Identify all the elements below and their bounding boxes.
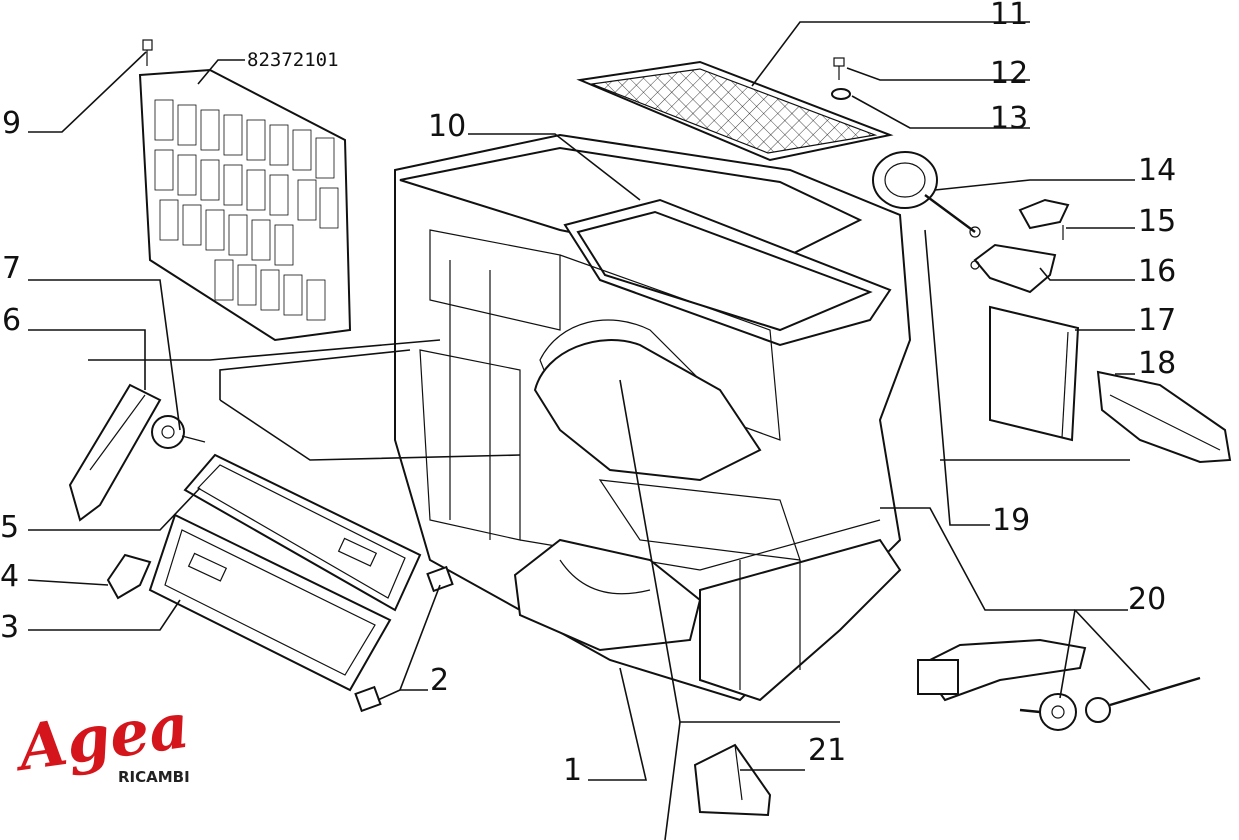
logo-subtitle: RICAMBI <box>118 768 190 786</box>
callout-1: 1 <box>563 753 582 788</box>
callout-16: 16 <box>1138 254 1176 289</box>
callout-14: 14 <box>1138 153 1176 188</box>
callout-20: 20 <box>1128 582 1166 617</box>
small-parts <box>68 383 454 713</box>
agea-logo: Agea RICAMBI <box>9 689 194 786</box>
callout-labels: 1 2 3 4 5 6 7 9 10 11 12 13 14 15 16 17 … <box>0 0 1176 788</box>
door-panels-parts <box>148 453 422 692</box>
motor-gear-part <box>917 638 1201 731</box>
callout-7: 7 <box>2 251 21 286</box>
leader-lines <box>27 21 1151 840</box>
cabin-filter-part <box>576 60 894 162</box>
vacuum-actuator-part <box>872 151 981 238</box>
callout-12: 12 <box>990 56 1028 91</box>
grille-panel-part <box>138 39 352 342</box>
callout-9: 9 <box>2 106 21 141</box>
callout-5: 5 <box>0 510 19 545</box>
callout-11: 11 <box>990 0 1028 32</box>
callout-10: 10 <box>428 109 466 144</box>
lever-bracket-parts <box>970 198 1070 294</box>
callout-2: 2 <box>430 663 449 698</box>
flap-part <box>693 743 772 817</box>
callout-15: 15 <box>1138 204 1176 239</box>
callout-17: 17 <box>1138 303 1176 338</box>
callout-18: 18 <box>1138 346 1176 381</box>
callout-6: 6 <box>2 303 21 338</box>
callout-19: 19 <box>992 503 1030 538</box>
screw-washer-parts <box>831 57 851 100</box>
filter-element-part <box>989 305 1080 442</box>
callout-13: 13 <box>990 101 1028 136</box>
air-duct-part <box>1096 370 1232 464</box>
part-number-label: 82372101 <box>247 49 339 71</box>
callout-21: 21 <box>808 733 846 768</box>
heater-housing-part <box>394 133 912 702</box>
callout-3: 3 <box>0 610 19 645</box>
callout-4: 4 <box>0 559 19 594</box>
